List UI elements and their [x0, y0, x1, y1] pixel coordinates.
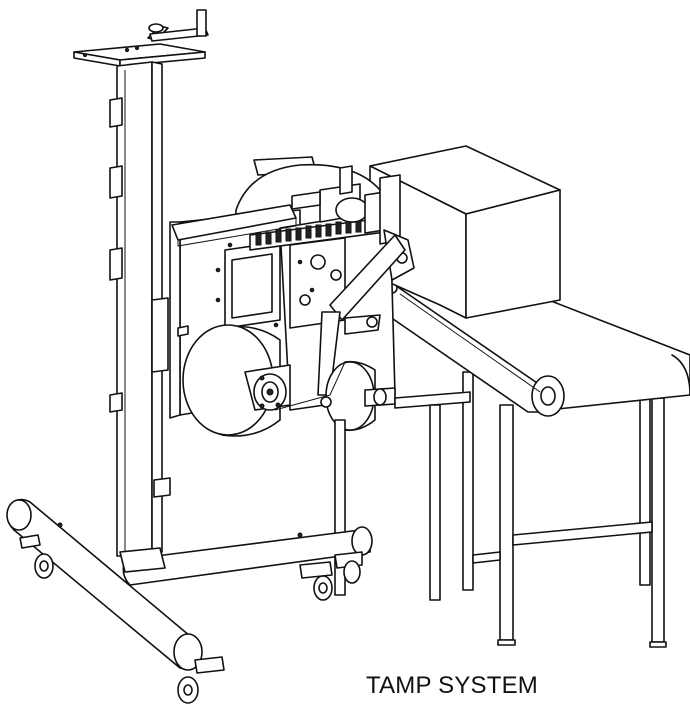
label-applicator-stand: [73, 9, 209, 557]
product-box: [369, 145, 561, 319]
caster-wheel: [334, 551, 363, 584]
tamp-arm: [317, 234, 406, 396]
label-supply-roll: [182, 324, 291, 437]
conveyor: [379, 267, 690, 648]
caster-wheel: [177, 656, 225, 704]
caster-wheel: [19, 534, 54, 579]
diagram-caption: TAMP SYSTEM: [366, 672, 539, 699]
stand-caster-base: [6, 498, 373, 704]
caster-wheel: [299, 561, 333, 601]
